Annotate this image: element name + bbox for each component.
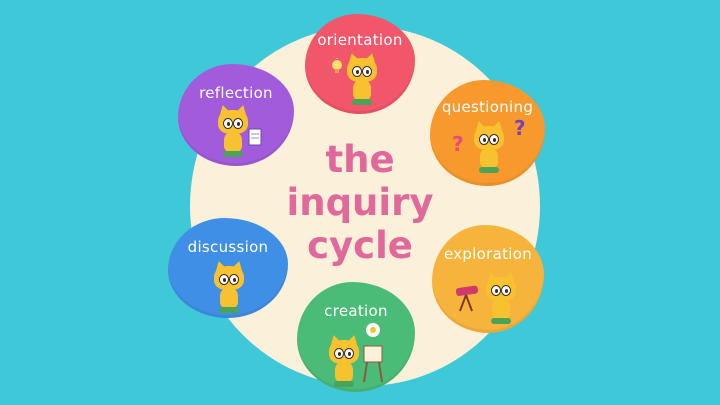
- title-line-3: cycle: [307, 224, 413, 267]
- stage-label: questioning: [441, 98, 534, 116]
- stage-label: reflection: [199, 84, 273, 102]
- question-mark-icon: ?: [452, 132, 464, 156]
- stage-discussion: discussion: [168, 218, 288, 318]
- lightbulb-icon: [332, 58, 342, 73]
- stage-label: orientation: [317, 31, 403, 49]
- notepad-icon: [248, 128, 262, 146]
- stage-label: discussion: [187, 238, 269, 256]
- stage-label: exploration: [443, 245, 533, 263]
- cat-icon: [484, 270, 518, 327]
- stage-reflection: reflection: [178, 64, 294, 166]
- easel-icon: [363, 345, 383, 383]
- telescope-icon: [455, 285, 479, 312]
- cat-icon: [327, 333, 361, 390]
- cat-icon: [216, 103, 250, 160]
- diagram-title: the inquiry cycle: [270, 138, 450, 267]
- stage-exploration: exploration: [432, 225, 544, 333]
- cat-icon: [345, 51, 379, 108]
- question-mark-icon: ?: [514, 116, 526, 140]
- cat-icon: [212, 259, 246, 316]
- title-line-2: inquiry: [286, 181, 434, 224]
- stage-questioning: questioning ? ?: [430, 80, 545, 186]
- stage-creation: creation: [297, 282, 415, 392]
- stage-label: creation: [324, 302, 388, 320]
- stage-orientation: orientation: [305, 14, 415, 114]
- title-line-1: the: [325, 138, 395, 181]
- thought-bubble-icon: [366, 323, 380, 337]
- cat-icon: [472, 119, 506, 176]
